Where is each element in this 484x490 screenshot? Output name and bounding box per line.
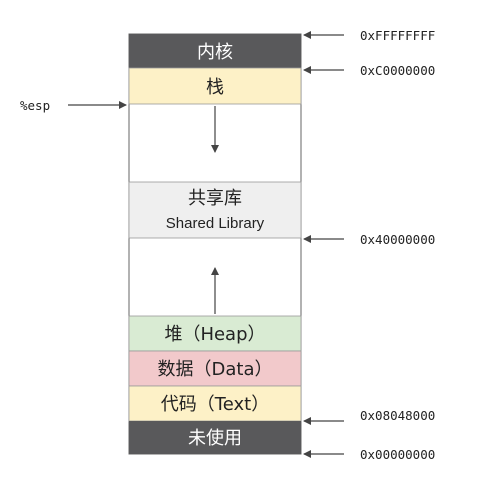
esp-register-label: %esp [20,98,50,113]
address-marker-zero: 0x00000000 [303,447,435,462]
address-label-shared-base: 0x40000000 [360,232,435,247]
heap-segment: 堆（Heap） [128,315,302,352]
code-segment: 代码（Text） [128,385,302,422]
code-segment-label: 代码（Text） [161,394,269,415]
shared-library-sublabel: Shared Library [166,215,265,232]
stack-segment: 栈 [128,67,302,105]
code-segment-box [128,385,302,422]
unused-segment-label: 未使用 [188,428,242,449]
unused-segment: 未使用 [129,421,301,454]
esp-pointer: %esp [20,98,127,113]
data-segment-label: 数据（Data） [158,359,273,380]
address-label-code-base: 0x08048000 [360,408,435,423]
kernel-segment: 内核 [129,34,301,68]
address-label-top: 0xFFFFFFFF [360,28,435,43]
shared-library-segment: 共享库 Shared Library [128,181,302,239]
shared-library-label: 共享库 [188,188,242,209]
address-marker-kernel-base: 0xC0000000 [303,63,435,78]
data-segment-box [128,350,302,387]
stack-segment-box [128,67,302,105]
address-marker-shared-base: 0x40000000 [303,232,435,247]
kernel-segment-label: 内核 [197,42,233,63]
unused-segment-box [129,421,301,454]
kernel-segment-box [129,34,301,68]
shared-library-segment-box [128,181,302,239]
address-label-zero: 0x00000000 [360,447,435,462]
address-marker-top: 0xFFFFFFFF [303,28,435,43]
address-label-kernel-base: 0xC0000000 [360,63,435,78]
heap-segment-label: 堆（Heap） [164,324,265,345]
address-marker-code-base: 0x08048000 [303,408,435,425]
heap-segment-box [128,315,302,352]
data-segment: 数据（Data） [128,350,302,387]
stack-segment-label: 栈 [206,77,224,98]
